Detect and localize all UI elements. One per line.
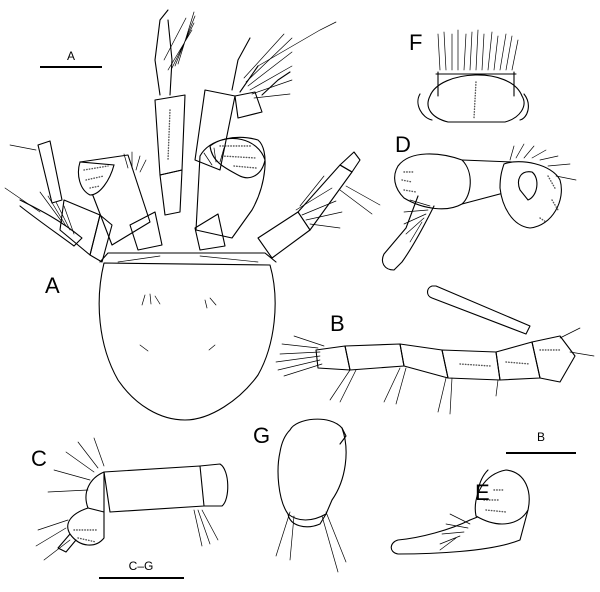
panel-label-c: C [31,446,47,471]
scale-bar-cg: C–G [99,559,184,579]
panel-label-d: D [395,132,411,157]
scale-bar-b-label: B [537,430,545,444]
figure-a-cephalic-region [4,9,381,421]
scale-bar-a-label: A [67,49,75,63]
scale-bar-cg-label: C–G [129,559,154,573]
figure-e-curved-appendage [390,469,530,555]
scale-bar-b: B [506,430,576,454]
figure-f-telson [417,29,529,123]
figure-b-third-maxilliped [275,285,595,415]
panel-label-b: B [330,311,345,336]
panel-label-a: A [45,273,60,298]
figure-g-appendage [275,418,347,573]
panel-label-f: F [409,30,422,55]
scale-bar-a: A [40,49,102,68]
panel-label-g: G [253,423,270,448]
figure-c-appendage [35,437,229,561]
panel-label-e: E [475,480,490,505]
figure-d-pleopod [381,143,577,271]
